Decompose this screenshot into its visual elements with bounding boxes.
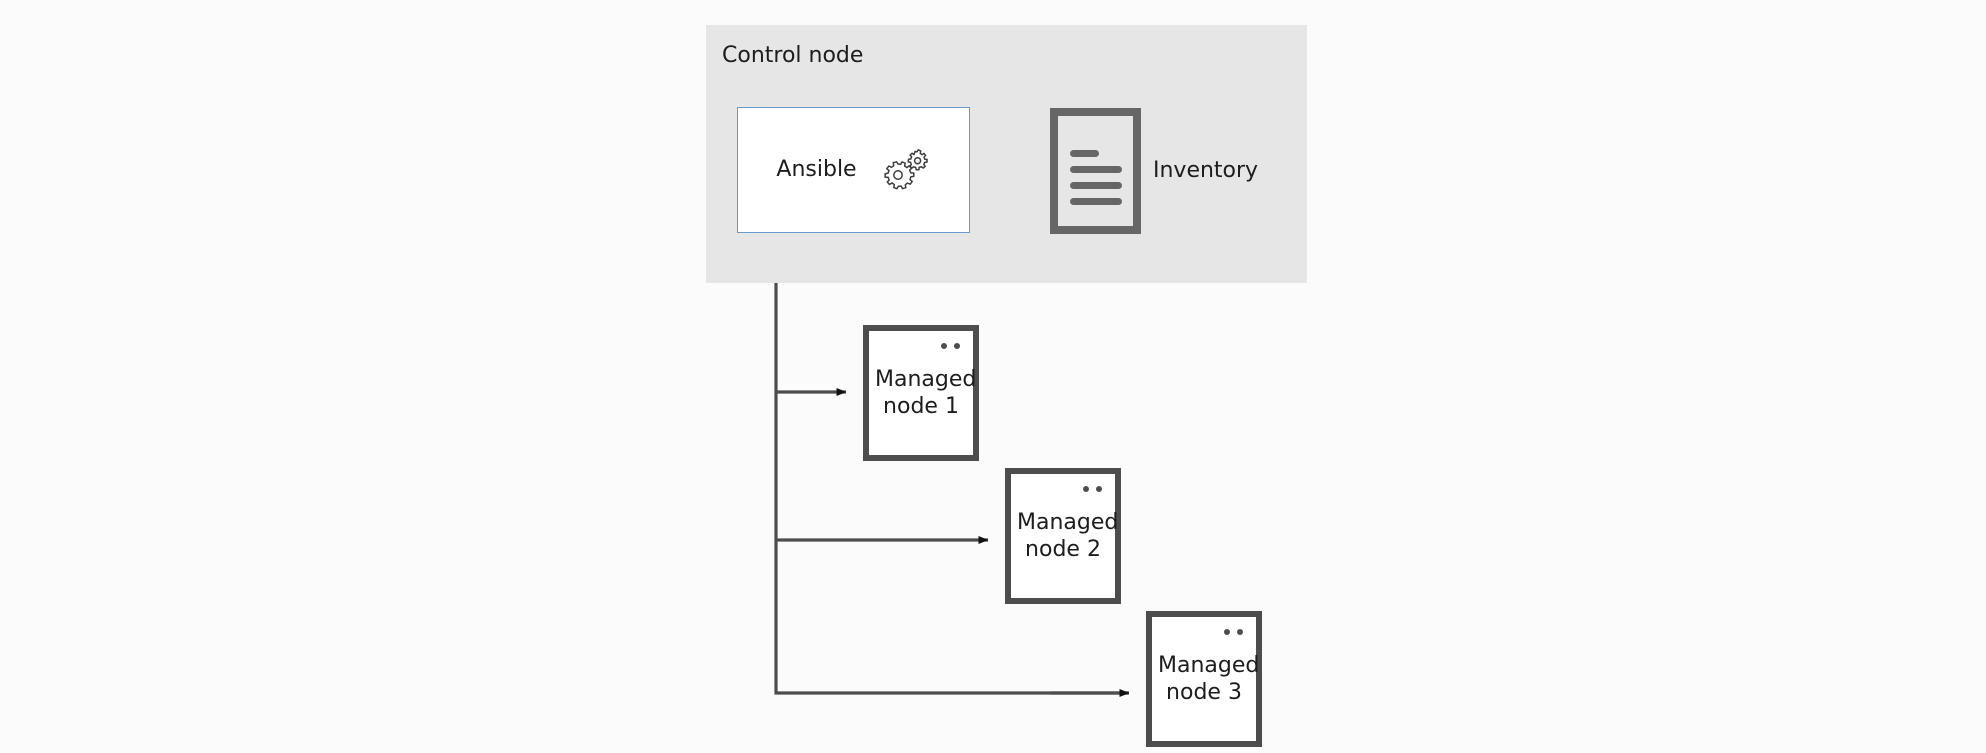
connector-trunk — [774, 283, 1129, 695]
managed-node-3-label-line-1: Managed — [1158, 653, 1260, 678]
node-status-dots — [1224, 629, 1243, 635]
inventory-group: Inventory — [1050, 108, 1258, 234]
node-status-dots — [941, 343, 960, 349]
document-icon — [1050, 108, 1141, 234]
ansible-box: Ansible — [737, 107, 970, 233]
gears-icon — [883, 149, 928, 190]
ansible-label: Ansible — [776, 157, 857, 182]
managed-node-2: Managed node 2 — [1005, 468, 1121, 604]
inventory-label: Inventory — [1153, 158, 1259, 183]
node-status-dot — [941, 343, 947, 349]
node-status-dot — [954, 343, 960, 349]
node-status-dots — [1083, 486, 1102, 492]
managed-node-2-label: Managed node 2 — [1011, 509, 1119, 563]
ansible-box-content: Ansible — [738, 108, 969, 232]
managed-node-1-label-line-1: Managed — [875, 367, 977, 392]
node-status-dot — [1096, 486, 1102, 492]
node-status-dot — [1083, 486, 1089, 492]
managed-node-2-label-line-1: Managed — [1017, 510, 1119, 535]
managed-node-3: Managed node 3 — [1146, 611, 1262, 747]
managed-node-3-label: Managed node 3 — [1152, 652, 1260, 706]
managed-node-3-label-line-2: node 3 — [1166, 680, 1242, 705]
managed-node-1: Managed node 1 — [863, 325, 979, 461]
managed-node-1-label: Managed node 1 — [869, 366, 977, 420]
node-status-dot — [1237, 629, 1243, 635]
managed-node-2-label-line-2: node 2 — [1025, 537, 1101, 562]
managed-node-1-label-line-2: node 1 — [883, 394, 959, 419]
control-node-title: Control node — [722, 43, 864, 68]
node-status-dot — [1224, 629, 1230, 635]
